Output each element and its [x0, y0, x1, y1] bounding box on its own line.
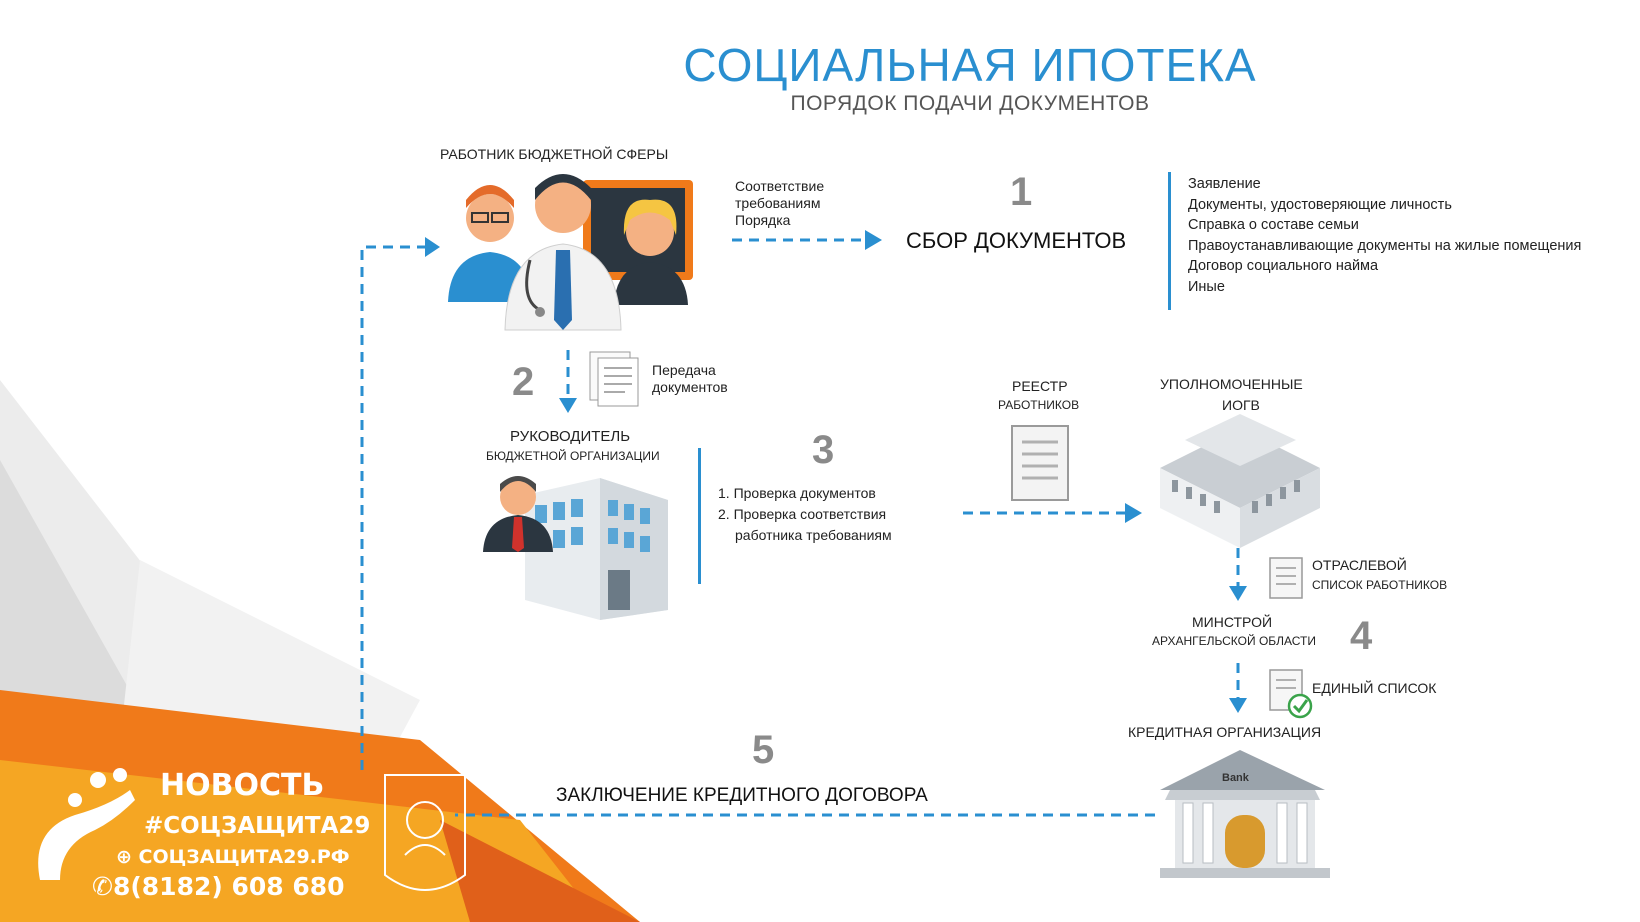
list-item: 2. Проверка соответствия — [718, 506, 887, 522]
step-number-1: 1 — [1010, 170, 1033, 214]
manager-building-illustration — [483, 476, 668, 620]
step-number-4: 4 — [1350, 614, 1373, 658]
documents-list: Заявление Документы, удостоверяющие личн… — [1188, 174, 1581, 297]
authorized-subtitle: ИОГВ — [1222, 397, 1260, 413]
transfer-line: Передача — [652, 362, 716, 378]
compliance-note: Соответствие требованиям Порядка — [735, 178, 824, 229]
website-link[interactable]: ⊕ СОЦЗАЩИТА29.РФ — [116, 846, 350, 868]
list-item: Справка о составе семьи — [1188, 217, 1359, 233]
manager-title: РУКОВОДИТЕЛЬ — [510, 428, 631, 445]
bank-building-illustration — [1160, 750, 1330, 878]
checks-list: 1. Проверка документов 2. Проверка соотв… — [718, 483, 892, 546]
transfer-line: документов — [652, 379, 728, 395]
page-subtitle: ПОРЯДОК ПОДАЧИ ДОКУМЕНТОВ — [790, 92, 1150, 115]
sector-list-document-icon — [1269, 557, 1303, 599]
list-item: Документы, удостоверяющие личность — [1188, 196, 1452, 213]
workers-illustration — [448, 174, 693, 331]
divider — [1168, 172, 1171, 310]
registry-title: РЕЕСТР — [1012, 378, 1068, 394]
step-number-3: 3 — [812, 428, 835, 472]
list-item: Иные — [1188, 278, 1225, 295]
sector-list-title: ОТРАСЛЕВОЙ — [1312, 557, 1407, 573]
phone-icon: ✆ — [92, 872, 113, 901]
registry-document-icon — [1011, 425, 1069, 501]
globe-icon: ⊕ — [116, 846, 139, 868]
compliance-line: Соответствие — [735, 178, 825, 194]
social-protection-logo-icon — [38, 768, 135, 880]
manager-subtitle: БЮДЖЕТНОЙ ОРГАНИЗАЦИИ — [486, 449, 660, 463]
government-building-illustration — [1160, 414, 1320, 548]
news-label: НОВОСТЬ — [160, 768, 325, 803]
authorized-title: УПОЛНОМОЧЕННЫЕ — [1160, 376, 1303, 392]
list-item: Заявление — [1188, 176, 1261, 192]
list-item: Правоустанавливающие документы на жилые … — [1188, 237, 1582, 254]
credit-contract-label: ЗАКЛЮЧЕНИЕ КРЕДИТНОГО ДОГОВОРА — [556, 785, 928, 806]
collect-documents-label: СБОР ДОКУМЕНТОВ — [906, 228, 1127, 253]
documents-stack-icon — [589, 351, 639, 407]
phone-number[interactable]: ✆8(8182) 608 680 — [92, 872, 345, 901]
page-title: СОЦИАЛЬНАЯ ИПОТЕКА — [683, 39, 1257, 91]
registry-subtitle: РАБОТНИКОВ — [998, 398, 1080, 412]
coat-of-arms-icon — [384, 774, 466, 891]
list-item: работника требованиям — [735, 527, 892, 543]
hashtag-label: #СОЦЗАЩИТА29 — [144, 813, 371, 839]
compliance-line: требованиям — [735, 195, 821, 211]
single-list-label: ЕДИНЫЙ СПИСОК — [1312, 680, 1437, 696]
step-number-2: 2 — [512, 360, 535, 404]
compliance-line: Порядка — [735, 212, 791, 228]
step-number-5: 5 — [752, 728, 775, 772]
arrow-head — [425, 237, 440, 257]
transfer-note: Передача документов — [652, 362, 728, 396]
divider — [698, 448, 701, 584]
sector-list-subtitle: СПИСОК РАБОТНИКОВ — [1312, 578, 1448, 592]
list-item: Договор социального найма — [1188, 258, 1379, 274]
website-text: СОЦЗАЩИТА29.РФ — [138, 846, 350, 868]
phone-text: 8(8182) 608 680 — [112, 872, 345, 901]
worker-label: РАБОТНИК БЮДЖЕТНОЙ СФЕРЫ — [440, 146, 669, 162]
single-list-check-icon — [1269, 669, 1313, 719]
list-item: 1. Проверка документов — [718, 485, 876, 501]
bank-sign: Bank — [1222, 772, 1249, 784]
minstroy-subtitle: АРХАНГЕЛЬСКОЙ ОБЛАСТИ — [1152, 634, 1316, 648]
credit-organization-label: КРЕДИТНАЯ ОРГАНИЗАЦИЯ — [1128, 724, 1322, 740]
minstroy-title: МИНСТРОЙ — [1192, 614, 1273, 630]
